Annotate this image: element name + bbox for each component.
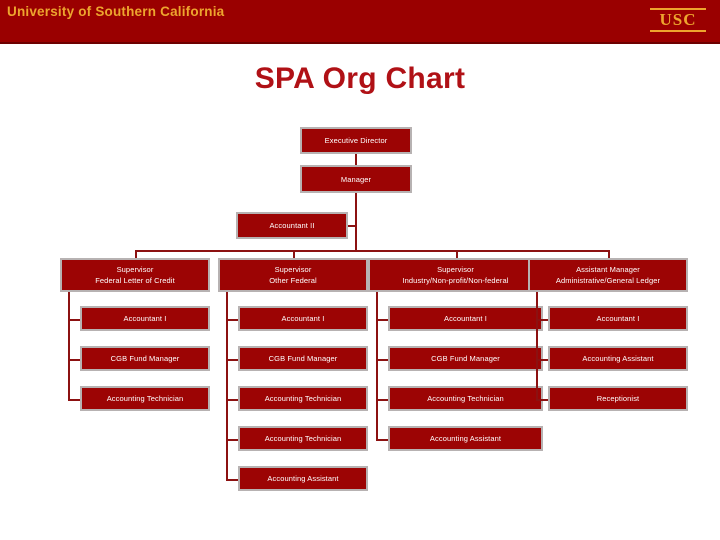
usc-logo-rule-top [650,8,706,10]
usc-logo-rule-bottom [650,30,706,32]
node-label: Manager [340,174,372,184]
node-column-2-child-1[interactable]: Accountant I [238,306,368,331]
connector-line [536,318,548,321]
connector-line [135,250,137,258]
connector-line [68,318,80,321]
connector-line [226,292,228,479]
connector-line [355,193,357,250]
node-label: Accountant II [269,221,315,230]
node-column-1-child-3[interactable]: Accounting Technician [80,386,210,411]
node-label: Accounting Technician [427,394,504,403]
connector-line [68,292,70,399]
node-label: Assistant Manager [576,265,640,274]
connector-line [226,398,238,401]
connector-line [135,250,608,252]
connector-line [355,154,357,165]
node-label: Accounting Technician [264,394,342,403]
connector-line [293,250,295,258]
connector-line [376,438,388,441]
connector-line [68,398,80,401]
node-column-2-child-4[interactable]: Accounting Technician [238,426,368,451]
node-column-1-child-1[interactable]: Accountant I [80,306,210,331]
usc-logo-text: USC [659,10,697,29]
node-column-2-child-3[interactable]: Accounting Technician [238,386,368,411]
node-label: Accounting Assistant [429,434,502,443]
node-label: Accountant I [596,314,640,323]
node-label: CGB Fund Manager [110,354,180,363]
node-label: Supervisor [437,265,474,274]
connector-line [536,398,548,401]
node-label: Accounting Technician [264,434,342,443]
node-label: Accounting Technician [106,394,184,403]
node-label: CGB Fund Manager [431,354,500,363]
node-label: Accountant I [444,314,487,323]
node-sublabel: Other Federal [269,276,317,285]
connector-line [608,250,610,258]
node-label: Supervisor [116,265,154,274]
usc-wordmark: University of Southern California [7,4,225,19]
node-label: CGB Fund Manager [268,354,338,363]
usc-logo: USC [650,8,706,32]
connector-line [348,225,357,227]
connector-line [455,250,458,258]
node-column-4-child-2[interactable]: Accounting Assistant [548,346,688,371]
connector-line [226,358,238,361]
node-label: Accountant I [123,314,167,323]
connector-line [226,318,238,321]
node-column-3-child-1[interactable]: Accountant I [388,306,543,331]
node-column-1-child-2[interactable]: CGB Fund Manager [80,346,210,371]
node-column-4-child-1[interactable]: Accountant I [548,306,688,331]
node-executive-director[interactable]: Executive Director [300,127,412,154]
connector-line [536,292,538,399]
node-sublabel: Administrative/General Ledger [555,276,661,285]
page-title: SPA Org Chart [254,62,466,95]
node-column-3-child-2[interactable]: CGB Fund Manager [388,346,543,371]
node-sublabel: Industry/Non-profit/Non-federal [402,276,509,285]
node-column-3-child-3[interactable]: Accounting Technician [388,386,543,411]
node-label: Receptionist [596,394,640,403]
node-column-2-child-2[interactable]: CGB Fund Manager [238,346,368,371]
node-sublabel: Federal Letter of Credit [95,276,175,285]
node-column-2-child-5[interactable]: Accounting Assistant [238,466,368,491]
node-label: Accountant I [281,314,325,323]
connector-line [68,358,80,361]
connector-line [226,438,238,441]
node-column-3-child-4[interactable]: Accounting Assistant [388,426,543,451]
connector-line [226,478,238,481]
node-manager[interactable]: Manager [300,165,412,193]
usc-header-band: University of Southern California USC [0,0,720,44]
connector-line [376,292,378,439]
connector-line [376,398,388,401]
node-label: Executive Director [324,136,388,145]
node-label: Supervisor [274,265,312,274]
node-column-4-child-3[interactable]: Receptionist [548,386,688,411]
node-accountant-ii[interactable]: Accountant II [236,212,348,239]
connector-line [536,358,548,361]
connector-line [376,358,388,361]
connector-line [376,318,388,321]
node-label: Accounting Assistant [582,354,654,363]
node-label: Accounting Assistant [267,474,339,483]
